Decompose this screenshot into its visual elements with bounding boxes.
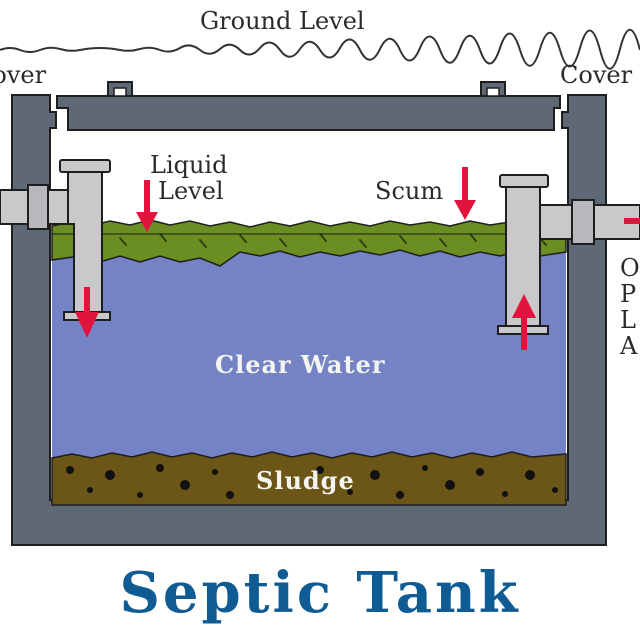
outlet-label-line1: O <box>620 254 640 282</box>
inlet-flow-arrow <box>75 287 99 338</box>
outlet-label-line4: A <box>620 332 638 360</box>
scum-label: Scum <box>375 177 444 205</box>
inlet-pipe <box>0 159 111 321</box>
scum-arrow <box>454 167 476 220</box>
cover-left-label: Cover <box>0 61 47 89</box>
liquid-level-arrow <box>136 180 158 232</box>
clear-water-label: Clear Water <box>215 350 386 379</box>
outlet-pipe <box>497 174 640 335</box>
outlet-flow-arrow <box>512 294 536 350</box>
liquid-level-label-line2: Level <box>158 177 224 205</box>
ground-level-line <box>0 28 640 70</box>
sludge-layer <box>51 451 567 506</box>
outlet-label-line3: L <box>620 306 636 334</box>
sludge-texture <box>66 464 558 499</box>
ground-level-label: Ground Level <box>200 7 365 35</box>
outlet-label-line2: P <box>620 280 637 308</box>
diagram-title: Septic Tank <box>119 560 521 626</box>
outlet-pipe-arrow <box>624 218 640 224</box>
sludge-label: Sludge <box>256 466 355 495</box>
liquid-level-label-line1: Liquid <box>150 151 228 179</box>
tank-cover <box>56 81 561 131</box>
clear-water-layer <box>52 248 566 463</box>
scum-layer <box>51 219 567 267</box>
cover-right-label: Cover <box>560 61 633 89</box>
outlet-pipe-coupling <box>571 199 595 245</box>
inlet-pipe-coupling <box>27 184 49 230</box>
